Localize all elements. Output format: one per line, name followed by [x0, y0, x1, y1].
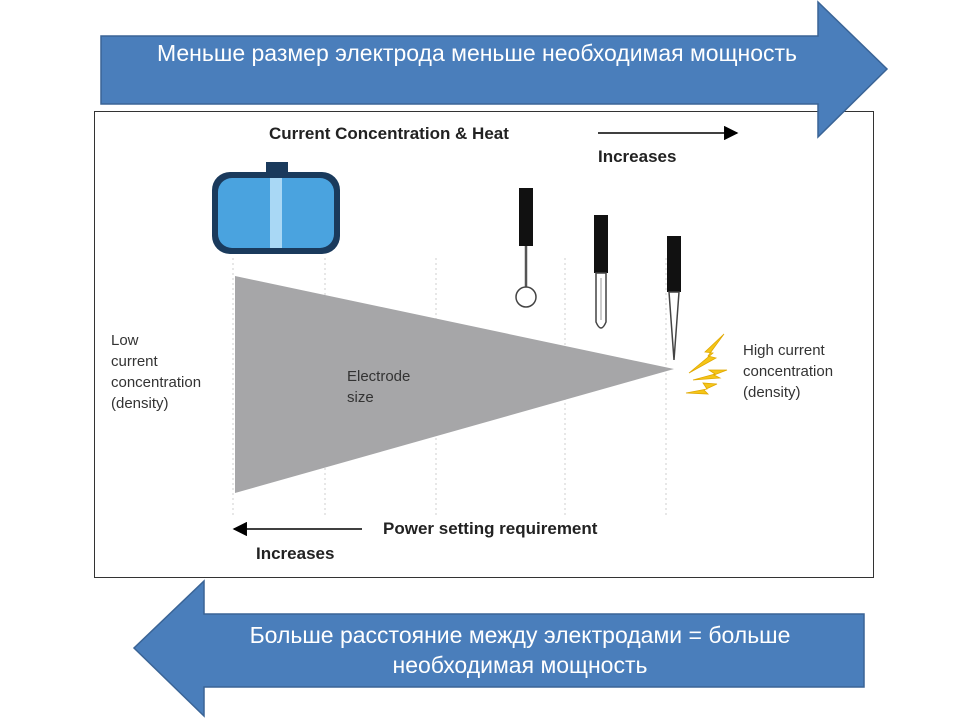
center-label-line: size: [347, 389, 374, 406]
plate-electrode-icon: [212, 162, 340, 254]
left-label-line: concentration: [111, 374, 201, 391]
bottom-increases-label: Increases: [256, 544, 334, 563]
right-label: High current concentration (density): [743, 342, 833, 401]
left-label-line: current: [111, 353, 159, 370]
center-label: Electrode size: [347, 368, 410, 406]
right-label-line: concentration: [743, 363, 833, 380]
right-label-line: High current: [743, 342, 826, 359]
bottom-banner-arrow: [132, 579, 865, 718]
top-banner-arrow: [100, 0, 889, 139]
left-label: Low current concentration (density): [111, 332, 201, 412]
blade-electrode-icon: [594, 215, 608, 329]
bottom-banner-text: Больше расстояние между электродами = бо…: [249, 622, 791, 678]
electrode-size-wedge: [235, 276, 674, 493]
left-label-line: (density): [111, 395, 169, 412]
ball-electrode-icon: [515, 188, 537, 308]
top-banner-text: Меньше размер электрода меньше необходим…: [156, 40, 798, 66]
left-label-line: Low: [111, 332, 139, 349]
center-label-line: Electrode: [347, 368, 410, 385]
top-increases-label: Increases: [598, 147, 676, 166]
spark-icon: [685, 333, 728, 395]
bottom-title: Power setting requirement: [383, 519, 598, 538]
needle-electrode-icon: [667, 236, 681, 361]
top-title: Current Concentration & Heat: [269, 124, 509, 143]
right-label-line: (density): [743, 384, 801, 401]
